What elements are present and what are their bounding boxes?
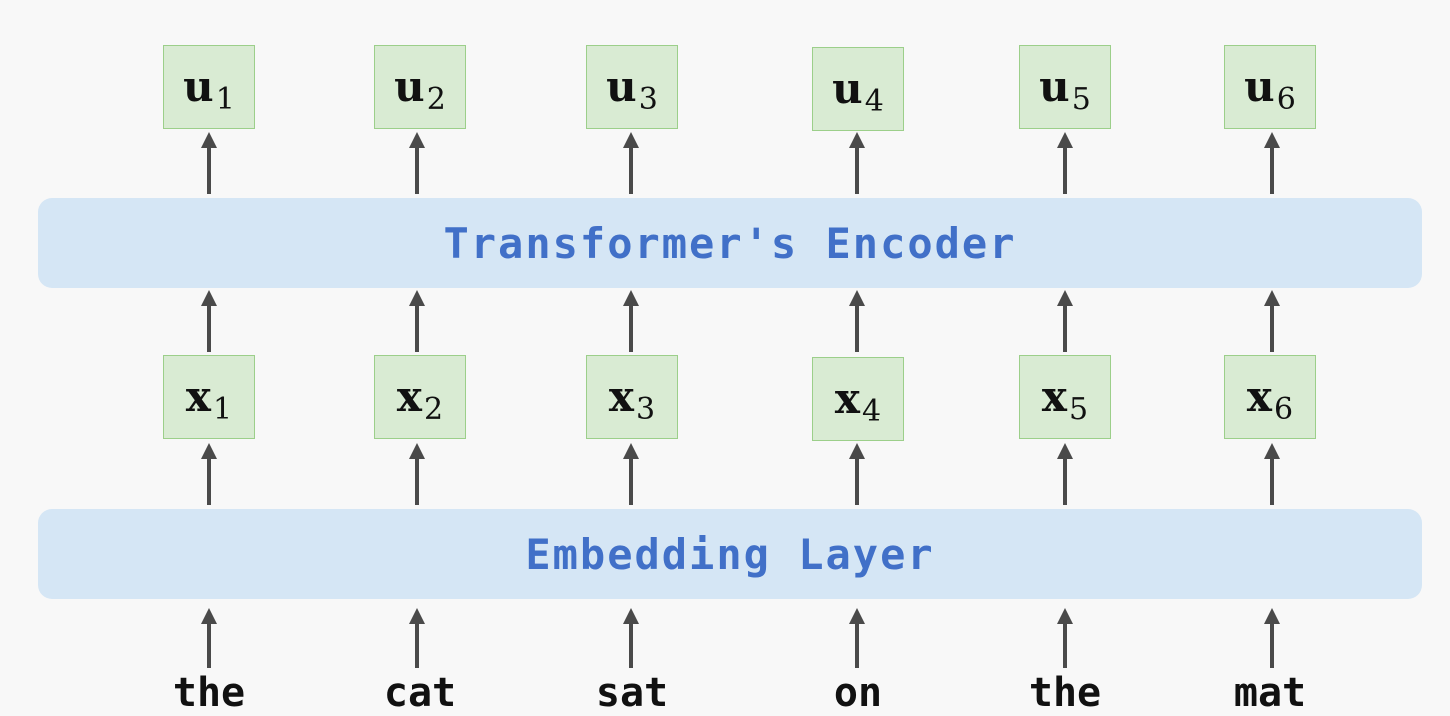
embedding-to-x-arrow-4 — [849, 443, 865, 505]
input-token-1: the — [172, 670, 246, 716]
vector-symbol: x — [185, 372, 211, 421]
vector-subscript: 5 — [1071, 81, 1091, 117]
input-token-5: the — [1028, 670, 1102, 716]
vector-subscript: 3 — [635, 391, 656, 427]
embedding-label: Embedding Layer — [525, 529, 935, 579]
vector-symbol: u — [394, 62, 425, 111]
vector-symbol: u — [606, 62, 637, 111]
token-to-embedding-arrow-1 — [201, 608, 217, 668]
vector-subscript: 2 — [426, 81, 446, 117]
embedding-to-x-arrow-5 — [1057, 443, 1073, 505]
vector-subscript: 2 — [423, 391, 444, 427]
encoder-label: Transformer's Encoder — [443, 218, 1017, 268]
vector-symbol: u — [1039, 62, 1070, 111]
vector-symbol: x — [1041, 372, 1067, 421]
vector-subscript: 1 — [212, 391, 233, 427]
encoder-to-u-arrow-6 — [1264, 132, 1280, 194]
x-to-encoder-arrow-4 — [849, 290, 865, 352]
x-to-encoder-arrow-5 — [1057, 290, 1073, 352]
vector-subscript: 4 — [861, 393, 882, 429]
vector-symbol: x — [834, 374, 860, 423]
vector-subscript: 1 — [215, 81, 235, 117]
embedding-to-x-arrow-1 — [201, 443, 217, 505]
x-to-encoder-arrow-6 — [1264, 290, 1280, 352]
x-to-encoder-arrow-1 — [201, 290, 217, 352]
vector-subscript: 6 — [1276, 81, 1296, 117]
encoder-to-u-arrow-3 — [623, 132, 639, 194]
encoder-to-u-arrow-4 — [849, 132, 865, 194]
vector-symbol: x — [396, 372, 422, 421]
vector-symbol: u — [1244, 62, 1275, 111]
vector-symbol: x — [608, 372, 634, 421]
transformer-encoder-block: Transformer's Encoder — [38, 198, 1422, 288]
x-to-encoder-arrow-3 — [623, 290, 639, 352]
token-to-embedding-arrow-5 — [1057, 608, 1073, 668]
embedding-to-x-arrow-6 — [1264, 443, 1280, 505]
encoder-to-u-arrow-5 — [1057, 132, 1073, 194]
token-to-embedding-arrow-6 — [1264, 608, 1280, 668]
input-token-2: cat — [383, 670, 457, 716]
embedding-layer-block: Embedding Layer — [38, 509, 1422, 599]
vector-subscript: 3 — [638, 81, 658, 117]
input-token-6: mat — [1233, 670, 1307, 716]
encoder-to-u-arrow-2 — [409, 132, 425, 194]
encoder-to-u-arrow-1 — [201, 132, 217, 194]
embedding-to-x-arrow-3 — [623, 443, 639, 505]
x-to-encoder-arrow-2 — [409, 290, 425, 352]
token-to-embedding-arrow-4 — [849, 608, 865, 668]
input-token-3: sat — [595, 670, 669, 716]
input-token-4: on — [833, 670, 883, 716]
embedding-to-x-arrow-2 — [409, 443, 425, 505]
vector-symbol: u — [183, 62, 214, 111]
token-to-embedding-arrow-2 — [409, 608, 425, 668]
vector-symbol: x — [1246, 372, 1272, 421]
vector-subscript: 6 — [1273, 391, 1294, 427]
vector-subscript: 5 — [1068, 391, 1089, 427]
vector-symbol: u — [832, 64, 863, 113]
token-to-embedding-arrow-3 — [623, 608, 639, 668]
vector-subscript: 4 — [864, 83, 884, 119]
